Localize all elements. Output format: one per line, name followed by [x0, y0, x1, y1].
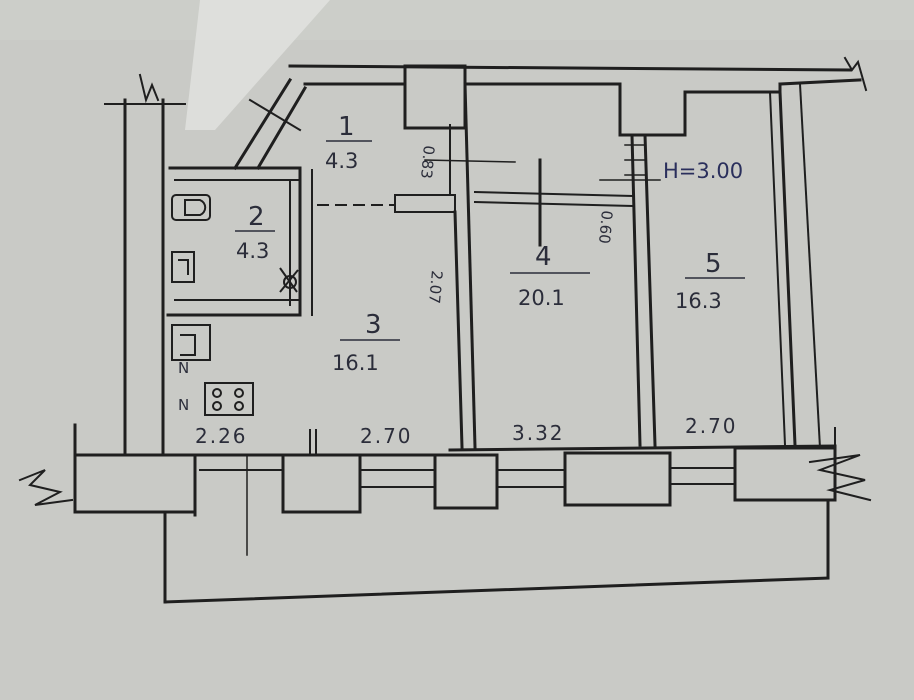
niche-mark-b: N [178, 396, 189, 414]
room4-door-note: 0.60 [595, 210, 616, 245]
stove [204, 382, 254, 416]
floor-drain-icon [279, 267, 299, 293]
sink [171, 251, 195, 283]
room3-width-note: 2.07 [425, 270, 446, 305]
diagonal-wall-outer [232, 77, 293, 171]
dimension-2-70-a: 2.70 [360, 424, 413, 448]
window-pier-2 [433, 453, 499, 510]
break-mark-top [138, 73, 160, 104]
vertical-notes: 2.07 0.83 0.60 N N [178, 145, 616, 414]
room-labels: 1 4.3 2 4.3 3 16.1 4 20.1 5 16.3 [235, 112, 745, 375]
partition-4-5-a [630, 133, 642, 447]
stove-burner-3-icon [212, 401, 222, 411]
walls [18, 56, 872, 604]
outer-frame-bottom [163, 576, 830, 604]
sink-tap-icon [178, 259, 189, 275]
toilet-bowl-icon [184, 199, 207, 216]
kitchen-sink-basin-icon [180, 334, 196, 356]
stove-burner-2-icon [234, 388, 244, 398]
window-pier-3 [563, 451, 672, 507]
right-wall-outer [798, 82, 822, 450]
right-wall-inner-b [768, 90, 787, 447]
niche-mark-a: N [178, 359, 189, 377]
paper-top-shade [0, 0, 914, 40]
room-3-area: 16.1 [332, 351, 379, 375]
window-pier-1 [281, 453, 362, 514]
room-4-number: 4 [535, 242, 552, 272]
dimension-labels: 2.26 2.70 3.32 2.70 [195, 414, 738, 448]
partition-3-4-a [453, 210, 464, 449]
top-wall-outer [288, 64, 852, 72]
room-1-number: 1 [338, 112, 355, 142]
door-strip-a [473, 190, 634, 198]
floor-drain-circle [283, 275, 297, 289]
dimension-2-26: 2.26 [195, 424, 248, 448]
top-wall-inner-c [778, 78, 862, 86]
partition-4-5-b [643, 133, 657, 447]
room-2-area: 4.3 [236, 239, 269, 263]
room1-door-note: 0.83 [417, 145, 438, 180]
right-wall-inner [778, 90, 797, 447]
diagonal-wall-inner [255, 85, 308, 171]
door-strip-b [473, 200, 634, 208]
room-5-area: 16.3 [675, 289, 722, 313]
stove-burner-1-icon [212, 388, 222, 398]
dimension-2-70-b: 2.70 [685, 414, 738, 438]
room-3-number: 3 [365, 310, 382, 340]
glare-mark [185, 0, 330, 130]
break-mark-top-right [843, 56, 868, 92]
ceiling-height: H=3.00 [663, 159, 743, 183]
stove-burner-4-icon [234, 401, 244, 411]
bathroom-walls [166, 166, 302, 317]
partition-3-4-b [463, 82, 477, 449]
dimension-3-32: 3.32 [512, 421, 565, 445]
room-1-area: 4.3 [325, 149, 358, 173]
door-swing-line [424, 159, 516, 163]
break-mark-left [18, 469, 74, 506]
room-4-area: 20.1 [518, 286, 565, 310]
room-5-number: 5 [705, 249, 722, 279]
break-mark-right [808, 454, 872, 502]
diagonal-door-mark [248, 98, 302, 132]
fixtures [171, 194, 299, 416]
room-2-number: 2 [248, 202, 265, 232]
toilet [171, 194, 211, 221]
kitchen-sink [171, 324, 211, 361]
